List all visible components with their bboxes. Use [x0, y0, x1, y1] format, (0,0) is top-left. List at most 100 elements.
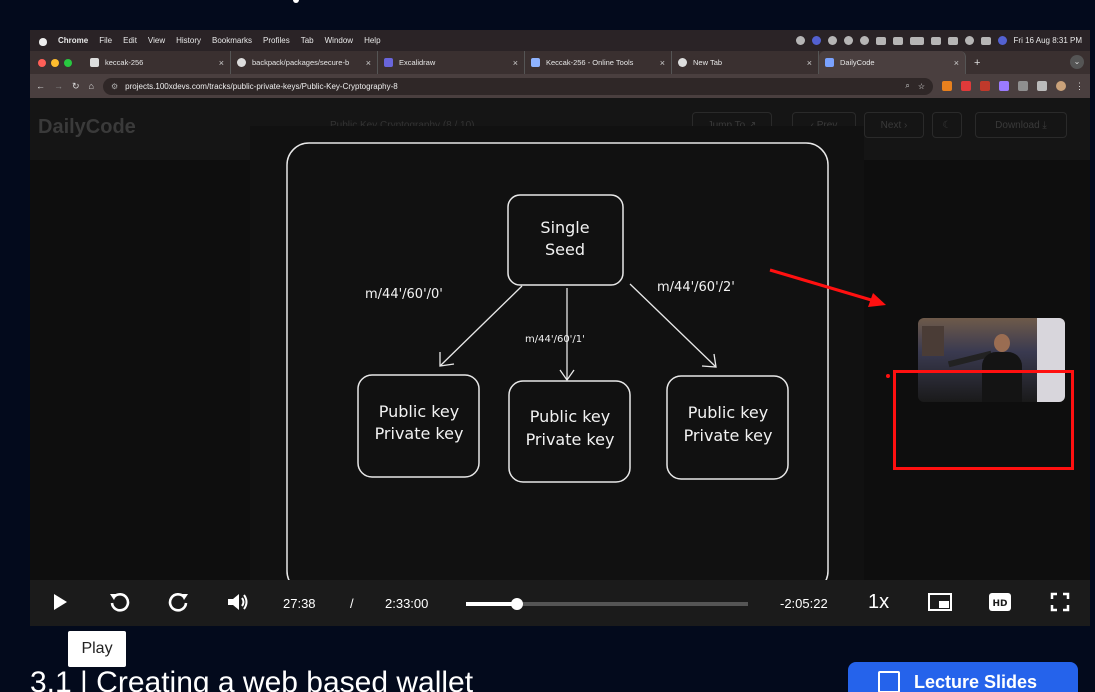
extension-icon[interactable]	[961, 81, 971, 91]
menu-view[interactable]: View	[147, 36, 166, 45]
page-content: DailyCode Public Key Cryptography (8 / 1…	[30, 98, 1090, 606]
zoom-icon[interactable]: ⌕	[905, 81, 910, 90]
private-key-label: Private key	[684, 426, 773, 445]
tab-search-icon[interactable]: ⌄	[1070, 55, 1084, 69]
pip-button[interactable]	[928, 590, 952, 614]
chrome-menu-icon[interactable]: ⋮	[1075, 80, 1084, 91]
profile-avatar[interactable]	[1056, 81, 1066, 91]
apple-icon[interactable]	[38, 36, 48, 46]
webcam-overlay[interactable]	[918, 318, 1065, 402]
seek-bar[interactable]	[466, 598, 748, 610]
lecture-slides-button[interactable]: Lecture Slides	[848, 662, 1078, 692]
extension-icon[interactable]	[999, 81, 1009, 91]
download-button[interactable]: Download ⤓	[975, 112, 1067, 138]
seek-buffered	[517, 602, 748, 606]
minimize-window-icon[interactable]	[51, 58, 59, 67]
extensions-puzzle-icon[interactable]	[1037, 81, 1047, 91]
menubar-datetime[interactable]: Fri 16 Aug 8:31 PM	[1013, 36, 1082, 45]
chrome-icon	[678, 58, 687, 67]
bookmark-star-icon[interactable]: ☆	[917, 81, 925, 91]
menu-profiles[interactable]: Profiles	[263, 36, 290, 45]
close-tab-icon[interactable]: ×	[365, 57, 371, 68]
public-key-label: Public key	[530, 407, 610, 426]
seed-label-1: Single	[540, 218, 589, 237]
tab-title: New Tab	[693, 58, 723, 67]
extension-icon[interactable]	[1018, 81, 1028, 91]
seek-thumb[interactable]	[511, 598, 523, 610]
browser-tab[interactable]: keccak-256 ×	[84, 51, 231, 74]
play-button[interactable]	[48, 590, 72, 614]
window-controls	[38, 58, 72, 67]
lecture-slides-label: Lecture Slides	[914, 671, 1038, 692]
menu-history[interactable]: History	[176, 36, 202, 45]
dailycode-icon	[825, 58, 834, 67]
browser-tab[interactable]: New Tab ×	[672, 51, 819, 74]
menu-bookmarks[interactable]: Bookmarks	[212, 36, 253, 45]
menu-window[interactable]: Window	[324, 36, 354, 45]
menu-file[interactable]: File	[99, 36, 113, 45]
playback-speed-button[interactable]: 1x	[868, 591, 890, 613]
forward-icon[interactable]: →	[54, 81, 63, 91]
menu-help[interactable]: Help	[364, 36, 381, 45]
theme-toggle-button[interactable]: ☾	[932, 112, 962, 138]
status-app-icon[interactable]	[827, 36, 837, 45]
hd-button[interactable]: HD	[988, 590, 1012, 614]
menu-app-name[interactable]: Chrome	[58, 36, 89, 45]
current-time: 27:38	[283, 596, 316, 611]
close-window-icon[interactable]	[38, 58, 46, 67]
close-tab-icon[interactable]: ×	[218, 57, 224, 68]
back-icon[interactable]: ←	[36, 81, 45, 91]
zoom-window-icon[interactable]	[64, 58, 72, 67]
browser-tab[interactable]: Excalidraw ×	[378, 51, 525, 74]
browser-tab-active[interactable]: DailyCode ×	[819, 51, 966, 74]
excalidraw-icon	[384, 58, 393, 67]
next-button[interactable]: Next ›	[864, 112, 924, 138]
metamask-extension-icon[interactable]	[942, 81, 952, 91]
volume-button[interactable]	[226, 590, 250, 614]
video-frame[interactable]: Single Seed m/44'/60'/0' m/44'/60'/1' m/…	[250, 126, 864, 606]
status-app-icon[interactable]	[843, 36, 853, 45]
status-app-icon[interactable]	[859, 36, 869, 45]
new-tab-icon[interactable]: +	[974, 56, 981, 69]
arrow-right	[629, 283, 717, 368]
volume-icon	[228, 594, 248, 610]
home-icon[interactable]: ⌂	[88, 81, 94, 91]
annotation-dot	[886, 374, 890, 378]
site-info-icon[interactable]: ⚙	[110, 81, 119, 91]
address-bar[interactable]: ⚙ projects.100xdevs.com/tracks/public-pr…	[102, 77, 933, 95]
close-tab-icon[interactable]: ×	[512, 57, 518, 68]
status-app-icon[interactable]	[875, 36, 886, 45]
bluetooth-icon[interactable]	[947, 36, 958, 45]
url-text[interactable]: projects.100xdevs.com/tracks/public-priv…	[125, 81, 398, 91]
close-tab-icon[interactable]: ×	[953, 57, 959, 68]
site-logo[interactable]: DailyCode	[38, 116, 136, 138]
forward-button[interactable]	[167, 590, 191, 614]
fullscreen-button[interactable]	[1048, 590, 1072, 614]
browser-tab[interactable]: backpack/packages/secure-b ×	[231, 51, 378, 74]
siri-icon[interactable]	[997, 36, 1007, 45]
battery-icon[interactable]	[909, 36, 924, 45]
seed-label-2: Seed	[545, 240, 585, 259]
close-tab-icon[interactable]: ×	[806, 57, 812, 68]
status-app-icon[interactable]	[795, 36, 805, 45]
tab-title: Keccak-256 - Online Tools	[546, 58, 634, 67]
control-center-icon[interactable]	[980, 36, 991, 45]
extension-icon[interactable]	[980, 81, 990, 91]
menu-edit[interactable]: Edit	[123, 36, 137, 45]
lesson-heading: 3.1 | Creating a web based wallet	[30, 666, 474, 692]
rewind-button[interactable]	[107, 590, 131, 614]
public-key-label: Public key	[379, 402, 459, 421]
status-app-icon[interactable]	[892, 36, 903, 45]
play-tooltip: Play	[68, 631, 126, 667]
reload-icon[interactable]: ↻	[72, 80, 80, 91]
mac-menu-bar: Chrome File Edit View History Bookmarks …	[30, 30, 1090, 51]
cursor-dot	[293, 0, 299, 3]
wifi-icon[interactable]	[930, 36, 941, 45]
close-tab-icon[interactable]: ×	[659, 57, 665, 68]
status-app-icon[interactable]	[811, 36, 821, 45]
prev-label: Prev	[816, 119, 838, 131]
search-icon[interactable]	[964, 36, 974, 45]
arrow-left	[439, 285, 523, 367]
menu-tab[interactable]: Tab	[300, 36, 314, 45]
browser-tab[interactable]: Keccak-256 - Online Tools ×	[525, 51, 672, 74]
